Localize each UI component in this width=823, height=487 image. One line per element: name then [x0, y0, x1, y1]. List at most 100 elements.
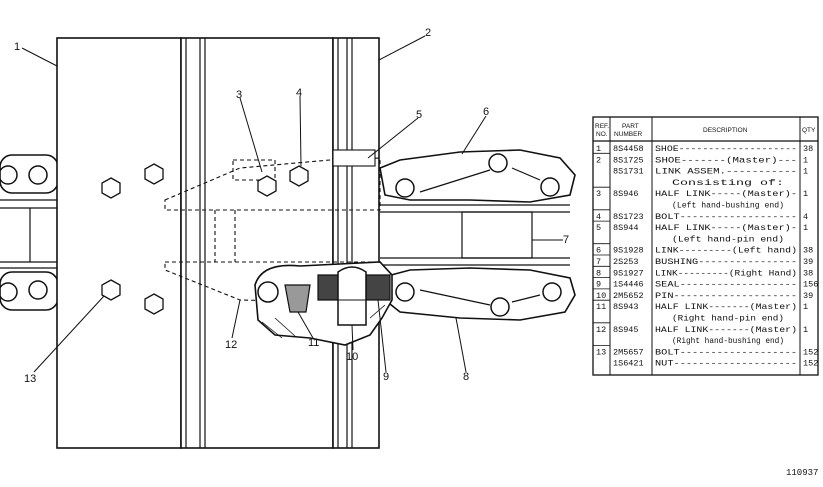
track-shoe-left [56, 37, 182, 449]
cell-qty: 152 [803, 359, 818, 369]
cell-description: (Left hand-bushing end) [672, 201, 784, 211]
cell-ref: 6 [596, 246, 601, 256]
cell-part-number: 8S1731 [613, 167, 644, 177]
left-chain-links [0, 154, 59, 311]
figure-id: 110937 [786, 468, 819, 478]
cell-description: (Left hand-pin end) [672, 234, 784, 244]
callout-13: 13 [24, 373, 36, 385]
table-row: (Right hand-pin end) [672, 314, 784, 324]
table-row: 4 8S1723 BOLT------------------- 4 [596, 212, 808, 222]
table-row: 8 9S1927 LINK---------(Right Hand) 38 [596, 268, 813, 278]
callout-12: 12 [225, 339, 237, 351]
cell-description: PIN-------------------- [655, 291, 797, 301]
cell-ref: 1 [596, 144, 601, 154]
header-qty: QTY [802, 127, 816, 134]
cell-description: BOLT------------------- [655, 347, 797, 357]
bolt-head-hex-icon [257, 175, 277, 197]
bolt-head-hex-icon [289, 165, 309, 187]
cell-part-number: 8S1725 [613, 155, 644, 165]
cell-qty: 4 [803, 212, 808, 222]
bolt-head-hex-icon [144, 163, 164, 185]
callout-6: 6 [483, 106, 489, 118]
cell-qty: 39 [803, 291, 813, 301]
cell-part-number: 8S4458 [613, 144, 644, 154]
table-row: (Left hand-pin end) [672, 234, 784, 244]
cell-qty: 156 [803, 280, 818, 290]
cell-qty: 38 [803, 144, 813, 154]
table-rows: 1 8S4458 SHOE-------------------- 38 2 8S1725… [596, 144, 818, 369]
callout-10: 10 [346, 351, 358, 363]
cell-description: HALF LINK-------(Master) [655, 302, 797, 312]
cell-description: (Right hand-bushing end) [672, 336, 784, 346]
cell-ref: 10 [596, 291, 606, 301]
cell-ref: 9 [596, 280, 601, 290]
cell-part-number: 9S1928 [613, 246, 644, 256]
callout-2: 2 [425, 27, 431, 39]
table-row-separators [593, 152, 610, 346]
cell-qty: 152 [803, 347, 818, 357]
cell-part-number: 8S1723 [613, 212, 644, 222]
cell-part-number: 2M5657 [613, 347, 644, 357]
cell-qty: 1 [803, 167, 808, 177]
bolt-head-hex-icon [144, 293, 164, 315]
cell-description: HALF LINK-------(Master) [655, 325, 797, 335]
cell-ref: 2 [596, 155, 601, 165]
cell-description: SHOE-------(Master)--- [655, 155, 797, 165]
cell-description: LINK ASSEM.----------- [655, 167, 797, 177]
cell-part-number: 8S945 [613, 325, 639, 335]
bolt-head-hex-icon [101, 279, 121, 301]
cell-ref: 12 [596, 325, 606, 335]
callout-9: 9 [383, 371, 389, 383]
cell-ref: 7 [596, 257, 601, 267]
cell-qty: 1 [803, 189, 808, 199]
table-row: 1 8S4458 SHOE-------------------- 38 [596, 144, 813, 154]
callout-7: 7 [563, 234, 569, 246]
cell-part-number: 8S944 [613, 223, 639, 233]
right-chain-links [379, 149, 576, 321]
header-part-line1: PART [622, 123, 639, 130]
cell-qty: 1 [803, 302, 808, 312]
cell-qty: 39 [803, 257, 813, 267]
callout-3: 3 [236, 89, 242, 101]
cell-qty: 1 [803, 223, 808, 233]
cell-part-number: 8S943 [613, 302, 639, 312]
cell-part-number: 1S6421 [613, 359, 644, 369]
header-description: DESCRIPTION [703, 127, 748, 134]
cell-description: LINK---------(Right Hand) [655, 268, 797, 278]
table-row: 1S6421 NUT-------------------- 152 [613, 359, 818, 369]
cell-part-number: 8S946 [613, 189, 639, 199]
cell-description: NUT-------------------- [655, 359, 797, 369]
cell-part-number: 9S1927 [613, 268, 644, 278]
header-ref-line2: NO. [596, 131, 608, 138]
cell-description: HALF LINK-----(Master)- [655, 189, 797, 199]
cell-qty: 38 [803, 268, 813, 278]
callout-1: 1 [14, 41, 20, 53]
callout-4: 4 [296, 87, 302, 99]
bolt-heads [101, 163, 309, 315]
cell-part-number: 1S4446 [613, 280, 644, 290]
header-part-line2: NUMBER [614, 131, 642, 138]
cell-description: SHOE-------------------- [655, 144, 797, 154]
callout-numbers: 1 2 3 4 5 6 7 8 9 10 11 12 13 [14, 27, 569, 385]
cell-ref: 4 [596, 212, 601, 222]
table-row: (Right hand-bushing end) [672, 336, 784, 346]
cell-ref: 8 [596, 268, 601, 278]
track-shoe-right-master [332, 37, 380, 449]
callout-11: 11 [308, 337, 319, 349]
table-row: Consisting of: [672, 178, 784, 188]
cell-ref: 5 [596, 223, 601, 233]
cell-description: BOLT------------------- [655, 212, 797, 222]
track-shoe-center [180, 37, 334, 449]
